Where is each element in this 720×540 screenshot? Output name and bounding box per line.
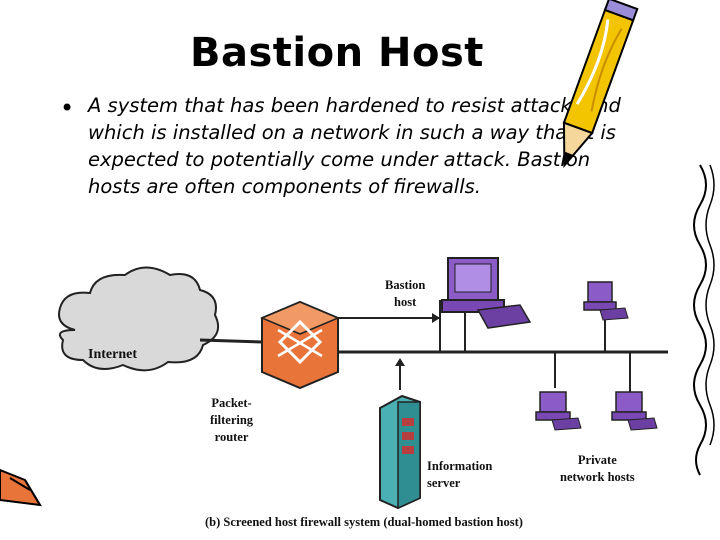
private-host-1 xyxy=(583,281,629,321)
bastion-label-line2: host xyxy=(394,295,417,309)
private-host-2 xyxy=(535,391,582,431)
bastion-host-label: Bastion host xyxy=(385,277,425,311)
internet-cloud xyxy=(58,266,219,372)
info-label-line2: server xyxy=(427,476,461,490)
information-server xyxy=(379,394,421,510)
bastion-host-computer xyxy=(441,257,532,329)
private-label-line1: Private xyxy=(577,453,617,467)
packet-label-line3: router xyxy=(214,430,249,444)
bullet-text: A system that has been hardened to resis… xyxy=(88,94,621,198)
packet-filtering-router-label: Packet- filtering router xyxy=(210,395,253,446)
private-host-3 xyxy=(611,391,658,431)
private-network-hosts-label: Private network hosts xyxy=(560,452,635,486)
packet-label-line2: filtering xyxy=(210,413,254,427)
bastion-label-line1: Bastion xyxy=(385,278,426,292)
diagram-caption: (b) Screened host firewall system (dual-… xyxy=(205,515,523,529)
bullet-marker: • xyxy=(60,94,75,122)
slide-title: Bastion Host xyxy=(190,30,484,76)
packet-filtering-router xyxy=(260,300,340,390)
packet-label-line1: Packet- xyxy=(211,396,252,410)
info-label-line1: Information xyxy=(427,459,493,473)
private-label-line2: network hosts xyxy=(560,470,635,484)
information-server-label: Information server xyxy=(427,458,492,492)
internet-label: Internet xyxy=(88,347,137,362)
